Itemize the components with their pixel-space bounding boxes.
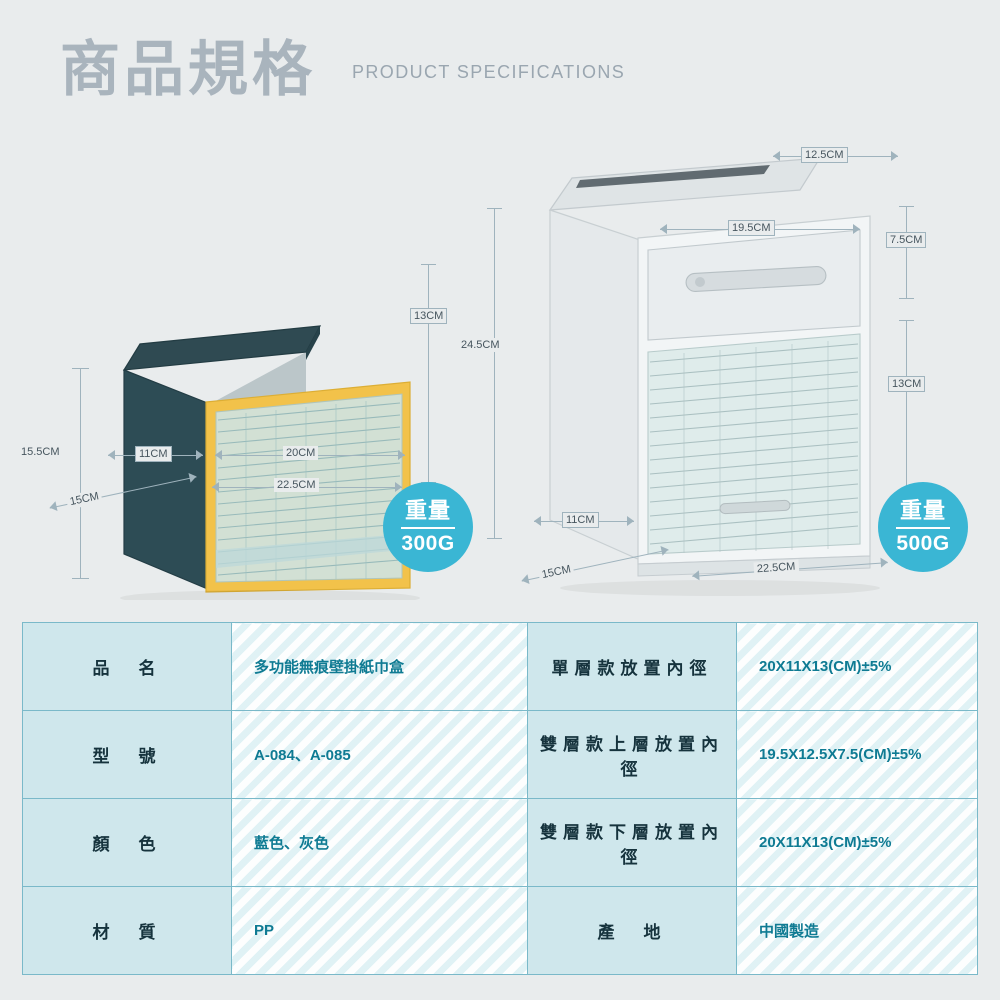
spec-value: 20X11X13(CM)±5% bbox=[736, 622, 978, 711]
dim-label-width-outer: 22.5CM bbox=[274, 478, 319, 492]
spec-value: A-084、A-085 bbox=[231, 710, 528, 799]
spec-table: 品 名 多功能無痕壁掛紙巾盒 單層款放置內徑 20X11X13(CM)±5% 型… bbox=[22, 622, 978, 975]
spec-value: 19.5X12.5X7.5(CM)±5% bbox=[736, 710, 978, 799]
illustration-area: 15.5CM 13CM 11CM 20CM 15CM bbox=[0, 120, 1000, 615]
dim-label-width-inner: 20CM bbox=[283, 446, 319, 460]
dim-label-top-depth: 12.5CM bbox=[801, 147, 848, 163]
tick bbox=[421, 264, 436, 265]
dim-group-top-width: 19.5CM bbox=[660, 220, 860, 238]
dim-group-right-depth-small: 11CM bbox=[534, 512, 634, 530]
table-row: 顏 色 藍色、灰色 雙層款下層放置內徑 20X11X13(CM)±5% bbox=[22, 798, 978, 887]
table-row: 材 質 PP 產 地 中國製造 bbox=[22, 886, 978, 975]
table-row: 型 號 A-084、A-085 雙層款上層放置內徑 19.5X12.5X7.5(… bbox=[22, 710, 978, 799]
dim-line-left-inner-height bbox=[428, 264, 429, 482]
spec-label: 顏 色 bbox=[22, 798, 232, 887]
spec-label: 單層款放置內徑 bbox=[527, 622, 737, 711]
dim-line-top-height bbox=[906, 206, 907, 298]
tick bbox=[899, 320, 914, 321]
weight-badge-left-label: 重量 bbox=[404, 498, 451, 524]
dim-label-total-height: 24.5CM bbox=[458, 338, 503, 352]
spec-label: 型 號 bbox=[22, 710, 232, 799]
weight-badge-right: 重量 500G bbox=[878, 482, 968, 572]
divider bbox=[896, 526, 950, 529]
tick bbox=[72, 368, 89, 369]
spec-value: 中國製造 bbox=[736, 886, 978, 975]
weight-badge-left: 重量 300G bbox=[383, 482, 473, 572]
tick bbox=[487, 538, 502, 539]
dim-label-depth-small: 11CM bbox=[135, 446, 172, 462]
dim-line-lower-height bbox=[906, 320, 907, 550]
weight-badge-right-label: 重量 bbox=[899, 498, 946, 524]
dim-line-left-height bbox=[80, 368, 81, 578]
table-row: 品 名 多功能無痕壁掛紙巾盒 單層款放置內徑 20X11X13(CM)±5% bbox=[22, 622, 978, 711]
dim-line-total-height bbox=[494, 208, 495, 538]
dim-group-top-depth: 12.5CM bbox=[773, 147, 898, 165]
tick bbox=[899, 206, 914, 207]
tick bbox=[72, 578, 89, 579]
dim-group-width-inner: 20CM bbox=[215, 446, 405, 464]
dim-label-right-width-outer: 22.5CM bbox=[753, 559, 799, 577]
spec-label: 產 地 bbox=[527, 886, 737, 975]
page-header: 商品規格 bbox=[60, 40, 316, 100]
tick bbox=[899, 298, 914, 299]
dim-group-width-outer: 22.5CM bbox=[212, 478, 402, 496]
weight-badge-left-value: 300G bbox=[401, 531, 455, 555]
tick bbox=[487, 208, 502, 209]
dim-label-right-depth: 15CM bbox=[537, 561, 576, 583]
spec-label: 雙層款下層放置內徑 bbox=[527, 798, 737, 887]
dim-label-lower-height: 13CM bbox=[888, 376, 926, 392]
spec-value: 多功能無痕壁掛紙巾盒 bbox=[231, 622, 528, 711]
spec-label: 品 名 bbox=[22, 622, 232, 711]
dim-group-depth-small: 11CM bbox=[108, 446, 203, 464]
weight-badge-right-value: 500G bbox=[896, 531, 950, 555]
page-title: 商品規格 bbox=[60, 35, 316, 105]
dim-label-inner-height: 13CM bbox=[410, 308, 448, 324]
spec-label: 材 質 bbox=[22, 886, 232, 975]
dim-label-top-height: 7.5CM bbox=[886, 232, 927, 248]
dim-label-height-total: 15.5CM bbox=[18, 445, 63, 459]
right-product-illustration bbox=[548, 157, 880, 596]
spec-value: 藍色、灰色 bbox=[231, 798, 528, 887]
divider bbox=[401, 526, 455, 529]
dim-label-right-depth-small: 11CM bbox=[562, 512, 599, 528]
spec-label: 雙層款上層放置內徑 bbox=[527, 710, 737, 799]
dim-label-top-width: 19.5CM bbox=[728, 220, 775, 236]
spec-value: 20X11X13(CM)±5% bbox=[736, 798, 978, 887]
page-subtitle: PRODUCT SPECIFICATIONS bbox=[352, 62, 626, 82]
spec-value: PP bbox=[231, 886, 528, 975]
dim-label-depth: 15CM bbox=[65, 488, 104, 510]
